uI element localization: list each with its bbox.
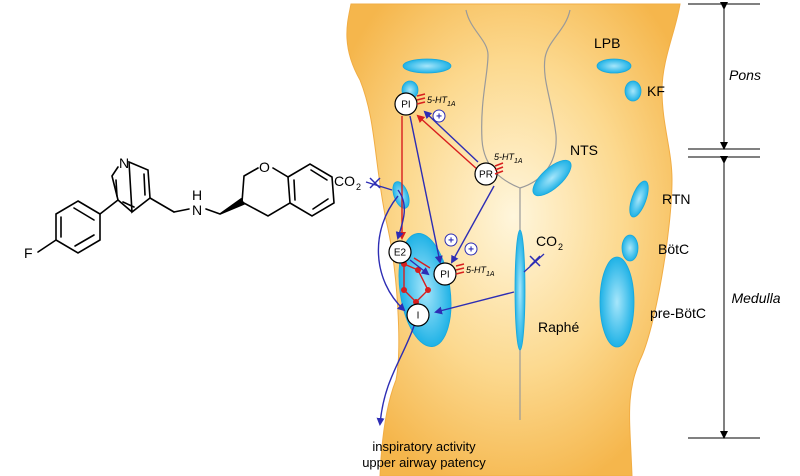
label-botc: BötC — [658, 241, 689, 257]
receptor-lower-icon — [455, 263, 465, 275]
excitatory-co2-to-e2 — [395, 189, 406, 240]
plus-symbol: + — [436, 112, 442, 123]
fluorophenyl-ring — [55, 200, 101, 254]
pyridine-ch2-bond — [149, 197, 175, 213]
excitatory-pi-upper-to-pi-lower — [409, 115, 443, 264]
receptor-middle-label: 5-HT1A — [494, 152, 523, 165]
plus-icon — [464, 242, 478, 256]
excitatory-raphe-to-i — [434, 291, 515, 315]
biaryl-bond — [99, 199, 119, 215]
nucleus-rtn — [629, 180, 649, 218]
atom-fluorine: F — [24, 245, 33, 261]
neuron-pr-label: PR — [479, 170, 493, 181]
chemical-structure — [37, 160, 335, 254]
c-f-bond — [37, 239, 57, 253]
neuron-pi-lower: PI 5-HT1A — [433, 262, 495, 286]
receptor-upper-label: 5-HT1A — [427, 95, 456, 108]
neuron-pi-upper: PI 5-HT1A — [394, 92, 456, 116]
nucleus-botc — [621, 234, 639, 262]
co2-right-label: CO — [536, 233, 557, 249]
plus-icon — [444, 233, 458, 247]
co2-right-stimulus: CO 2 — [523, 233, 563, 273]
receptor-upper-icon — [416, 93, 426, 105]
scale-bars — [688, 2, 760, 439]
neuron-i-label: I — [417, 311, 420, 322]
atom-amine-nitrogen: N — [192, 202, 202, 218]
plus-symbol: + — [448, 236, 454, 247]
nucleus-kf — [624, 80, 642, 102]
co2-left-label: CO — [334, 173, 355, 189]
stereo-wedge-bond — [219, 197, 246, 215]
plus-symbol: + — [468, 245, 474, 256]
co2-left-stimulus: CO 2 — [334, 173, 393, 192]
neuron-pr: PR 5-HT1A — [474, 152, 523, 186]
excitatory-pr-to-pi-upper — [423, 110, 479, 163]
neuron-pi-upper-label: PI — [401, 100, 410, 111]
inhibitory-e2-to-pi — [413, 257, 431, 269]
excitatory-pr-to-pi-lower — [451, 185, 495, 264]
chroman-benzene-ring — [287, 163, 335, 217]
nucleus-upper-pons — [402, 58, 452, 74]
excitatory-i-output — [376, 325, 415, 426]
co2-left-cross-icon — [369, 177, 381, 189]
output-line-2: upper airway patency — [362, 455, 486, 470]
label-rtn: RTN — [662, 191, 691, 207]
neuron-i-body — [406, 303, 430, 327]
neuron-pi-lower-label: PI — [440, 270, 449, 281]
ch2-n-bond — [173, 208, 190, 213]
plus-icon — [432, 109, 446, 123]
chroman-double-bonds — [293, 169, 329, 210]
receptor-lower-label: 5-HT1A — [466, 265, 495, 278]
fourth-ventricle-line — [465, 9, 571, 189]
label-kf: KF — [647, 83, 665, 99]
neuron-e2: E2 — [388, 240, 412, 264]
nucleus-raphe — [514, 229, 526, 351]
junction-dot — [415, 267, 421, 273]
n-ch2-bond — [205, 208, 221, 215]
fluorophenyl-double-bonds — [60, 207, 95, 247]
pyridine-double-bonds — [115, 173, 146, 208]
excitation-markers: + + + — [432, 109, 478, 256]
atom-pyridine-nitrogen: N — [119, 155, 129, 171]
atom-pyran-oxygen: O — [259, 159, 270, 175]
neuron-i: I — [406, 303, 430, 327]
nucleus-nts — [532, 159, 572, 197]
co2-right-cross-icon — [529, 255, 541, 267]
label-pons: Pons — [729, 67, 761, 83]
atom-amine-hydrogen: H — [192, 187, 202, 203]
receptor-middle-icon — [494, 162, 504, 175]
label-raphe: Raphé — [538, 319, 579, 335]
chroman-pyran-ring — [241, 167, 291, 217]
nucleus-pre-botc — [599, 256, 635, 348]
excitatory-e2-to-pi-lower — [409, 259, 430, 276]
label-lpb: LPB — [594, 35, 620, 51]
label-pre-botc: pre-BötC — [650, 305, 706, 321]
neuron-e2-label: E2 — [394, 248, 407, 259]
output-line-1: inspiratory activity — [372, 439, 476, 454]
pyridine-ring — [111, 160, 151, 214]
inhibitory-pr-to-pi — [416, 114, 479, 171]
nucleus-lpb — [596, 58, 632, 74]
co2-left-subscript: 2 — [356, 182, 361, 192]
excitatory-co2-to-i — [377, 195, 406, 312]
label-medulla: Medulla — [731, 290, 780, 306]
brainstem-outline — [346, 3, 681, 476]
junction-dot — [401, 287, 407, 293]
label-nts: NTS — [570, 142, 598, 158]
co2-right-subscript: 2 — [558, 242, 563, 252]
excitatory-connections — [376, 110, 515, 426]
junction-dot — [425, 287, 431, 293]
neuron-e2-body — [388, 240, 412, 264]
